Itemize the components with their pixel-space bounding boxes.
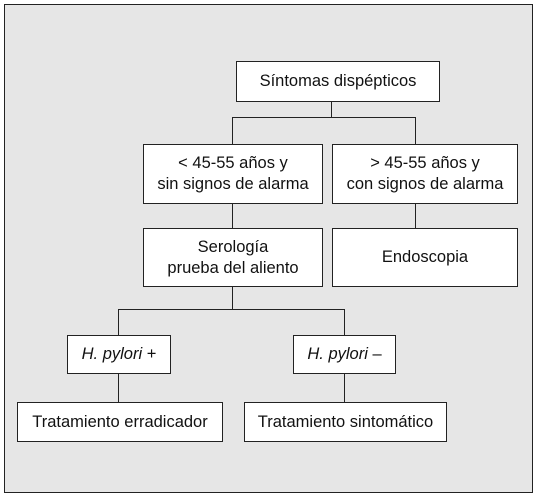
connector-root-split <box>232 117 416 119</box>
node-dyspeptic-symptoms: Síntomas dispépticos <box>236 61 440 102</box>
connector-hp-positive-to-eradication <box>118 373 120 402</box>
node-over-45-55-line2: con signos de alarma <box>346 175 504 193</box>
node-over-45-55: > 45-55 años y con signos de alarma <box>332 144 518 204</box>
node-symptomatic-label: Tratamiento sintomático <box>257 412 434 431</box>
node-eradication-treatment: Tratamiento erradicador <box>17 402 223 442</box>
connector-hp-negative-to-symptomatic <box>344 373 346 402</box>
connector-old-to-endoscopy <box>415 203 417 228</box>
connector-to-young <box>232 117 234 144</box>
connector-young-to-serology <box>232 203 234 228</box>
node-under-45-55-line2: sin signos de alarma <box>157 175 309 193</box>
node-dyspeptic-symptoms-label: Síntomas dispépticos <box>259 72 417 90</box>
connector-to-old <box>415 117 417 144</box>
node-hp-negative-sign: – <box>367 345 382 363</box>
connector-root-down <box>331 101 333 118</box>
node-hp-negative-name: H. pylori <box>307 345 368 363</box>
node-eradication-label: Tratamiento erradicador <box>32 412 208 431</box>
node-over-45-55-line1: > 45-55 años y <box>370 154 480 172</box>
node-under-45-55: < 45-55 años y sin signos de alarma <box>143 144 323 204</box>
node-hp-negative: H. pylori – <box>293 335 396 374</box>
node-serology-breath-test: Serología prueba del aliento <box>143 228 323 287</box>
connector-serology-split <box>118 309 345 311</box>
node-endoscopy-label: Endoscopia <box>381 248 469 266</box>
node-under-45-55-line1: < 45-55 años y <box>178 154 288 172</box>
node-endoscopy: Endoscopia <box>332 228 518 287</box>
node-symptomatic-treatment: Tratamiento sintomático <box>244 402 447 442</box>
connector-to-hp-negative <box>344 309 346 335</box>
node-hp-positive-name: H. pylori <box>81 345 143 363</box>
node-hp-positive: H. pylori + <box>67 335 171 374</box>
connector-to-hp-positive <box>118 309 120 335</box>
node-serology-line2: prueba del aliento <box>167 258 299 277</box>
connector-serology-down <box>232 286 234 310</box>
node-hp-positive-sign: + <box>142 345 157 363</box>
node-serology-line1: Serología <box>197 237 269 256</box>
